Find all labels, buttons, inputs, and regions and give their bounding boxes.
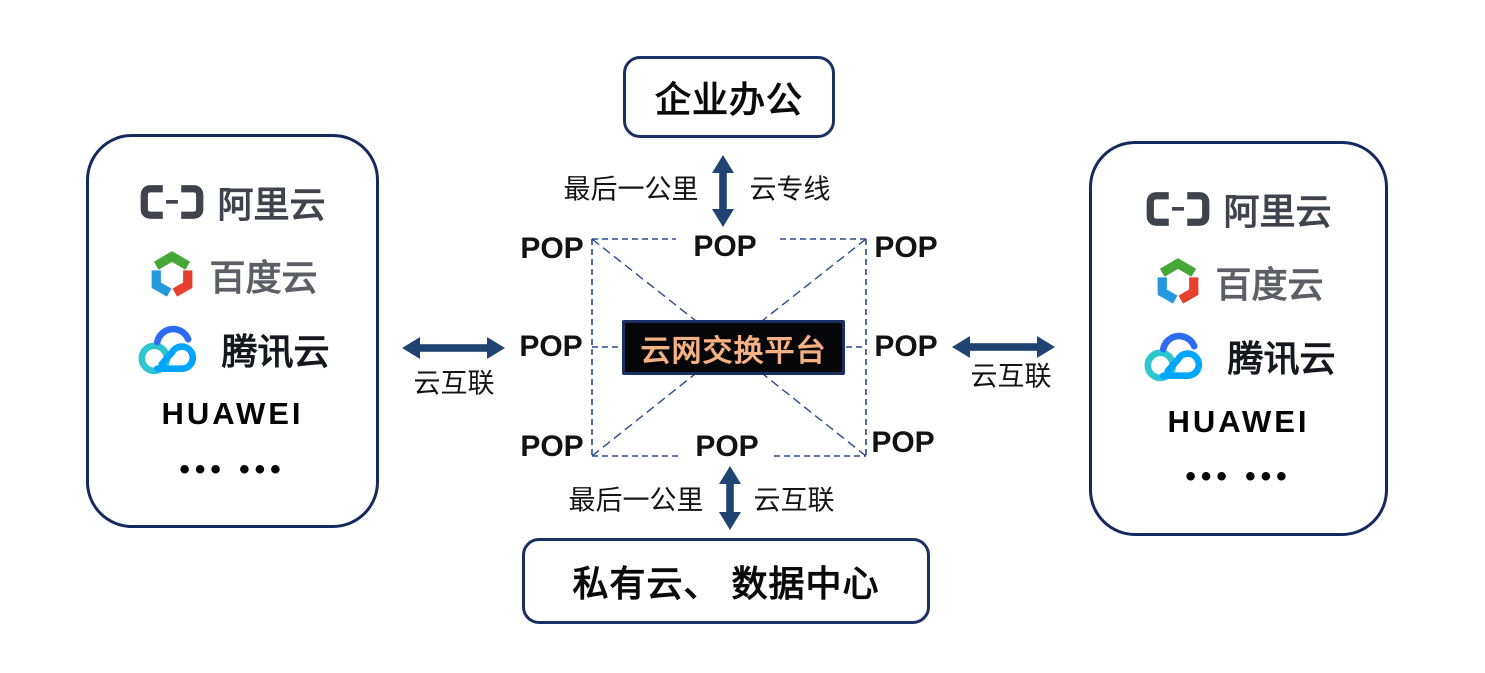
pop-node-top-right: POP bbox=[874, 231, 938, 264]
bottom-link-interconnect-label: 云互联 bbox=[753, 485, 835, 516]
alibaba-cloud-icon bbox=[1147, 191, 1210, 226]
pop-node-bottom-center: POP bbox=[695, 430, 759, 463]
provider-name-huawei: HUAWEI bbox=[1167, 403, 1310, 439]
pop-node-bottom-right: POP bbox=[871, 426, 935, 459]
provider-name-baidu: 百度云 bbox=[209, 257, 318, 298]
top-link-cloud-line-label: 云专线 bbox=[749, 174, 831, 205]
right-link-interconnect-label: 云互联 bbox=[970, 361, 1052, 392]
pop-node-top-left: POP bbox=[520, 232, 584, 265]
pop-node-bottom-left: POP bbox=[520, 430, 584, 463]
private-cloud-dc-node: 私有云、 数据中心 bbox=[522, 538, 930, 624]
left-double-arrow-icon bbox=[402, 337, 505, 359]
top-link-last-mile-label: 最后一公里 bbox=[563, 174, 699, 205]
bottom-double-arrow-icon bbox=[719, 466, 741, 530]
provider-name-alibaba: 阿里云 bbox=[217, 183, 326, 225]
provider-name-tencent: 腾讯云 bbox=[221, 331, 330, 372]
tencent-cloud-icon bbox=[138, 325, 197, 374]
provider-name-baidu: 百度云 bbox=[1215, 264, 1324, 306]
provider-name-alibaba: 阿里云 bbox=[1223, 190, 1332, 232]
provider-row-tencent: 腾讯云 bbox=[135, 323, 330, 376]
double-arrows bbox=[402, 155, 1055, 530]
pop-node-top-center: POP bbox=[693, 230, 757, 263]
baidu-cloud-icon bbox=[1158, 258, 1199, 304]
bottom-link-last-mile-label: 最后一公里 bbox=[568, 485, 704, 516]
pop-node-middle-right: POP bbox=[874, 330, 938, 363]
cloud-network-exchange-platform-node: 云网交换平台 bbox=[622, 320, 845, 375]
pop-mesh-dashed-rectangle bbox=[591, 238, 867, 457]
cloud-providers-panel-right: 阿里云 百度云 腾讯云 HUAWEI ••• ••• bbox=[1089, 141, 1388, 536]
tencent-cloud-icon bbox=[1144, 332, 1203, 382]
provider-row-tencent: 腾讯云 bbox=[1141, 330, 1336, 383]
top-double-arrow-icon bbox=[712, 155, 734, 227]
more-providers-ellipsis: ••• ••• bbox=[179, 452, 286, 486]
exchange-platform-label: 云网交换平台 bbox=[640, 334, 827, 368]
provider-row-alibaba: 阿里云 bbox=[139, 176, 326, 228]
provider-row-baidu: 百度云 bbox=[147, 248, 318, 302]
private-cloud-dc-label: 私有云、 数据中心 bbox=[572, 563, 880, 604]
pop-node-middle-left: POP bbox=[519, 330, 583, 363]
enterprise-office-label: 企业办公 bbox=[654, 79, 803, 120]
baidu-cloud-icon bbox=[152, 251, 193, 297]
enterprise-office-node: 企业办公 bbox=[623, 56, 835, 138]
provider-row-baidu: 百度云 bbox=[1153, 255, 1324, 309]
right-double-arrow-icon bbox=[952, 336, 1055, 358]
cloud-providers-panel-left: 阿里云 百度云 腾讯云 HUAWEI ••• ••• bbox=[86, 134, 379, 528]
alibaba-cloud-icon bbox=[141, 184, 204, 219]
left-link-interconnect-label: 云互联 bbox=[413, 368, 495, 399]
provider-name-tencent: 腾讯云 bbox=[1227, 338, 1336, 380]
more-providers-ellipsis: ••• ••• bbox=[1185, 460, 1292, 494]
provider-row-alibaba: 阿里云 bbox=[1145, 183, 1332, 235]
provider-name-huawei: HUAWEI bbox=[161, 396, 304, 431]
